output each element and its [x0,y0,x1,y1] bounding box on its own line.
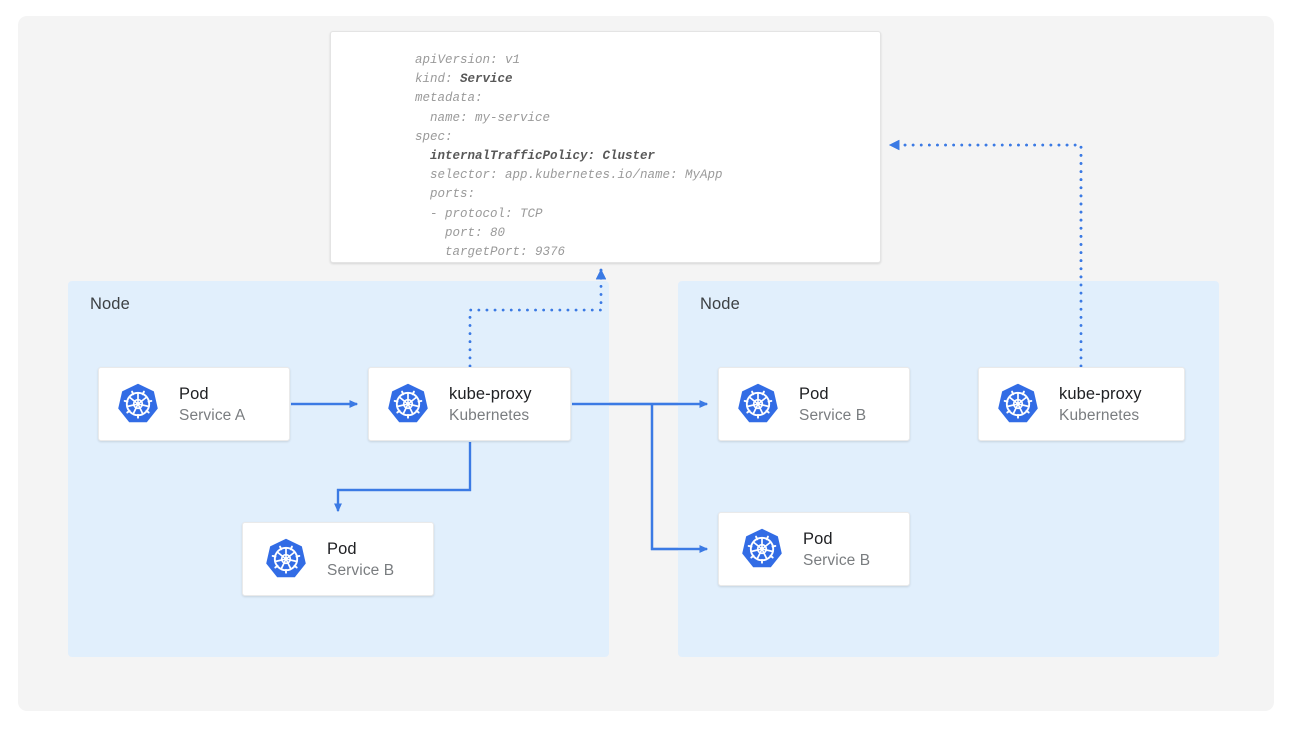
card-title: Pod [799,384,829,403]
kubernetes-icon [737,383,779,425]
node-label-left: Node [90,295,130,313]
card-title: kube-proxy [1059,384,1142,403]
card-kube-proxy-right[interactable]: kube-proxy Kubernetes [978,367,1185,441]
kubernetes-icon [741,528,783,570]
node-container-right: Node [678,281,1219,657]
node-label-right: Node [700,295,740,313]
card-subtitle: Service B [803,551,871,569]
card-subtitle: Service B [799,406,867,424]
card-title: Pod [803,529,833,548]
card-pod-service-b-remote-2[interactable]: Pod Service B [718,512,910,586]
card-title: kube-proxy [449,384,532,403]
card-pod-service-b-local[interactable]: Pod Service B [242,522,434,596]
card-title: Pod [327,539,357,558]
card-subtitle: Service B [327,561,395,579]
card-title: Pod [179,384,209,403]
card-subtitle: Service A [179,406,246,424]
card-pod-service-b-remote-1[interactable]: Pod Service B [718,367,910,441]
kubernetes-icon [117,383,159,425]
kubernetes-icon [997,383,1039,425]
card-subtitle: Kubernetes [1059,406,1140,424]
node-container-left: Node [68,281,609,657]
card-subtitle: Kubernetes [449,406,530,424]
kubernetes-icon [265,538,307,580]
card-kube-proxy-left[interactable]: kube-proxy Kubernetes [368,367,571,441]
card-pod-service-a[interactable]: Pod Service A [98,367,290,441]
kubernetes-icon [387,383,429,425]
